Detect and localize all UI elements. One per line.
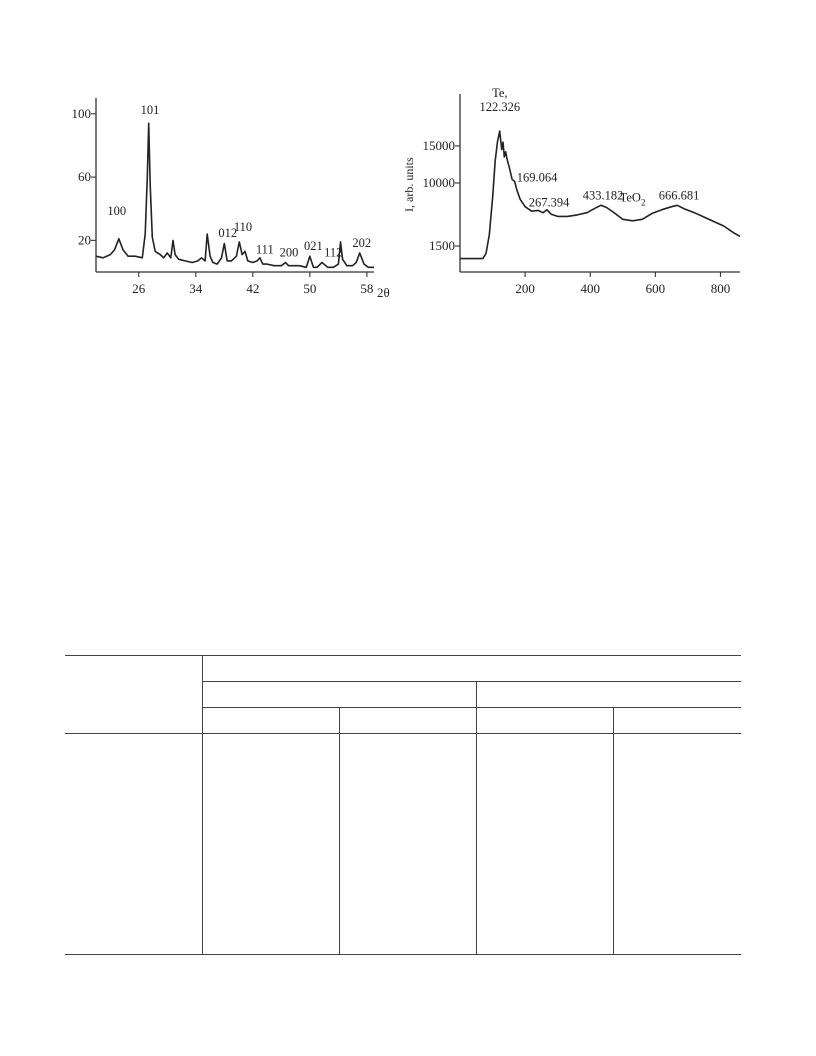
peak-label: 267.394 xyxy=(529,196,570,210)
peak-label: 200 xyxy=(280,246,299,260)
peak-label: 021 xyxy=(304,239,323,253)
data-table xyxy=(65,655,741,955)
peak-label: 111 xyxy=(256,242,274,256)
peak-label: 202 xyxy=(352,236,371,250)
y-tick-label: 10000 xyxy=(423,175,456,190)
peak-label: 433.182 xyxy=(583,188,624,202)
peak-label: 122.326 xyxy=(480,100,521,114)
x-tick-label: 34 xyxy=(189,281,203,296)
peak-label: 112 xyxy=(324,246,342,260)
table-cell xyxy=(475,733,613,955)
x-tick-label: 200 xyxy=(515,281,535,296)
y-tick-label: 1500 xyxy=(429,238,455,253)
stub-header-cell xyxy=(65,655,202,734)
y-tick-label: 60 xyxy=(78,169,91,184)
y-tick-label: 15000 xyxy=(423,138,456,153)
peak-label: TeO2 xyxy=(620,190,646,207)
table-cell xyxy=(612,733,741,955)
group-header-cell xyxy=(201,681,476,708)
x-tick-label: 58 xyxy=(360,281,373,296)
x-tick-label: 600 xyxy=(646,281,666,296)
peak-label: 666.681 xyxy=(659,188,700,202)
x-tick-label: 50 xyxy=(303,281,316,296)
peak-label: 169.064 xyxy=(517,171,558,185)
peak-label: Te, xyxy=(492,86,507,100)
table-cell xyxy=(201,733,339,955)
raman-y-axis-label: I, arb. units xyxy=(402,157,416,212)
column-header-cell xyxy=(475,707,613,734)
y-tick-label: 100 xyxy=(72,106,92,121)
table-grid xyxy=(65,655,741,955)
peak-label: 012 xyxy=(218,226,237,240)
xrd-ticks: 26 34 42 50 58 20 60 100 xyxy=(72,106,374,296)
x-tick-label: 26 xyxy=(132,281,146,296)
raman-ticks: 200 400 600 800 1500 10000 15000 xyxy=(423,138,731,296)
spanner-header-cell xyxy=(201,655,741,682)
xrd-axes xyxy=(95,98,374,273)
x-tick-label: 42 xyxy=(246,281,259,296)
x-tick-label: 400 xyxy=(580,281,600,296)
table-cell xyxy=(65,733,202,955)
peak-label: 101 xyxy=(141,103,160,117)
raman-spectrum-line xyxy=(460,130,741,260)
column-header-cell xyxy=(201,707,339,734)
column-header-cell xyxy=(338,707,476,734)
xrd-x-axis-label: 2θ xyxy=(377,285,390,300)
table-cell xyxy=(338,733,476,955)
column-header-cell xyxy=(612,707,741,734)
raman-axes xyxy=(459,94,740,273)
group-header-cell xyxy=(475,681,741,708)
peak-label: 110 xyxy=(234,220,252,234)
peak-label: 100 xyxy=(107,204,126,218)
y-tick-label: 20 xyxy=(78,232,91,247)
xrd-pattern-line xyxy=(95,122,374,269)
x-tick-label: 800 xyxy=(711,281,731,296)
